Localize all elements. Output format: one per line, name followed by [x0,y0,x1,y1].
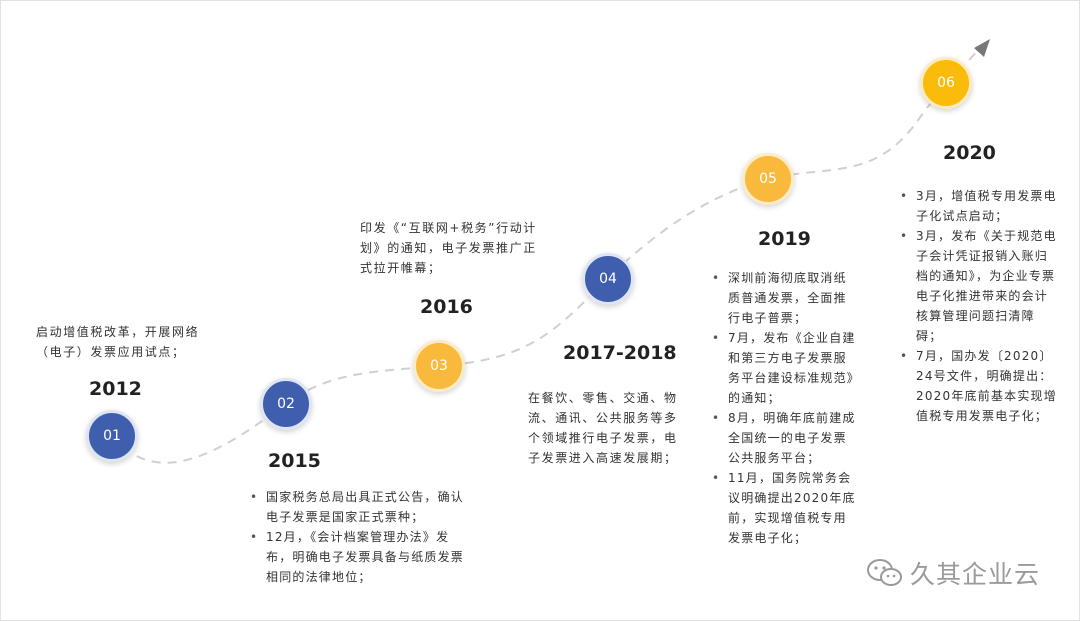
milestone-year-2019: 2019 [758,228,811,250]
watermark-text: 久其企业云 [910,560,1041,589]
milestone-year-2017-2018: 2017-2018 [563,342,677,364]
milestone-desc-2016: 印发《“互联网+税务”行动计划》的通知，电子发票推广正式拉开帷幕； [360,221,537,275]
milestone-node-05: 05 [742,153,794,205]
milestone-list-2019: 深圳前海彻底取消纸质普通发票，全面推行电子普票； 7月，发布《企业自建和第三方电… [712,268,858,548]
node-number: 01 [103,428,121,444]
milestone-desc-2012: 启动增值税改革，开展网络（电子）发票应用试点； [36,325,200,359]
milestone-node-06: 06 [920,57,972,109]
milestone-node-01: 01 [86,410,138,462]
list-item: 7月，国办发〔2020〕24号文件，明确提出：2020年底前基本实现增值税专用发… [900,346,1060,426]
node-number: 02 [277,396,295,412]
list-item: 深圳前海彻底取消纸质普通发票，全面推行电子普票； [712,268,858,328]
list-item: 国家税务总局出具正式公告，确认电子发票是国家正式票种； [250,487,470,527]
list-item: 7月，发布《企业自建和第三方电子发票服务平台建设标准规范》的通知； [712,328,858,408]
milestone-node-02: 02 [260,378,312,430]
dashed-curve [111,49,979,464]
arrow-head [974,39,990,57]
milestone-node-04: 04 [582,253,634,305]
milestone-year-2015: 2015 [268,450,321,472]
node-number: 03 [430,358,448,374]
milestone-year-2016: 2016 [420,296,473,318]
milestone-list-2020: 3月，增值税专用发票电子化试点启动； 3月，发布《关于规范电子会计凭证报销入账归… [900,186,1060,426]
node-number: 05 [759,171,777,187]
node-number: 04 [599,271,617,287]
node-number: 06 [937,75,955,91]
list-item: 3月，增值税专用发票电子化试点启动； [900,186,1060,226]
milestone-year-2020: 2020 [943,142,996,164]
milestone-year-2012: 2012 [89,378,142,400]
milestone-list-2015: 国家税务总局出具正式公告，确认电子发票是国家正式票种； 12月，《会计档案管理办… [250,487,470,587]
list-item: 12月，《会计档案管理办法》发布，明确电子发票具备与纸质发票相同的法律地位； [250,527,470,587]
list-item: 11月，国务院常务会议明确提出2020年底前，实现增值税专用发票电子化； [712,468,858,548]
milestone-node-03: 03 [413,340,465,392]
wechat-icon [867,559,902,586]
watermark: 久其企业云 [866,555,1040,591]
milestone-desc-2017-2018: 在餐饮、零售、交通、物流、通讯、公共服务等多个领域推行电子发票，电子发票进入高速… [528,391,678,465]
list-item: 8月，明确年底前建成全国统一的电子发票公共服务平台； [712,408,858,468]
list-item: 3月，发布《关于规范电子会计凭证报销入账归档的通知》，为企业专票电子化推进带来的… [900,226,1060,346]
